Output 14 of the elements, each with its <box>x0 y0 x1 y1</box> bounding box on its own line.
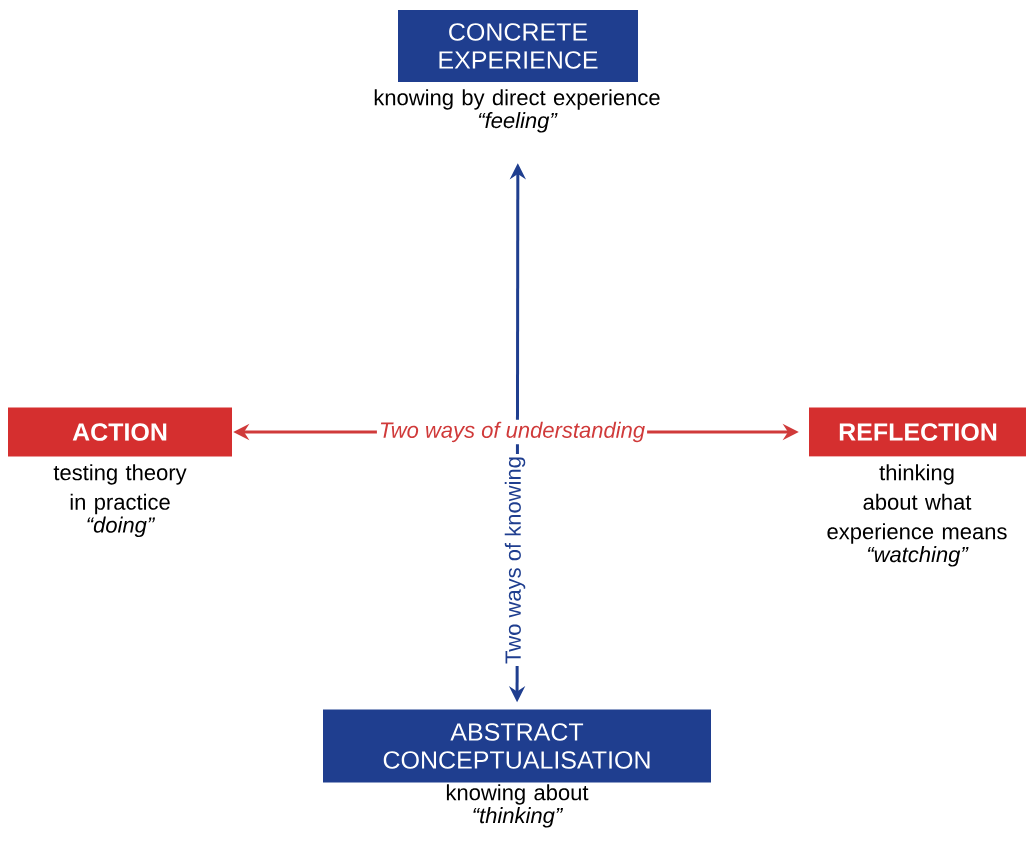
caption-text: “thinking” <box>473 807 564 828</box>
concept-box: ABSTRACT CONCEPTUALISATION <box>323 709 711 783</box>
caption-text: “watching” <box>867 546 969 567</box>
caption-text: testing theory in practice <box>53 464 187 515</box>
edge-label: Two ways of understanding <box>376 419 648 445</box>
caption-text: “doing” <box>87 516 156 538</box>
caption-text: thinking about what experience means <box>827 464 1007 544</box>
caption-text: knowing about <box>446 784 589 805</box>
concept-box: REFLECTION <box>809 407 1026 457</box>
caption-text: “feeling” <box>478 112 558 133</box>
edge-label: Two ways of knowing <box>502 454 528 666</box>
caption-text: knowing by direct experience <box>374 89 660 110</box>
concept-box: ACTION <box>8 407 232 457</box>
concept-box: CONCRETE EXPERIENCE <box>398 10 638 82</box>
